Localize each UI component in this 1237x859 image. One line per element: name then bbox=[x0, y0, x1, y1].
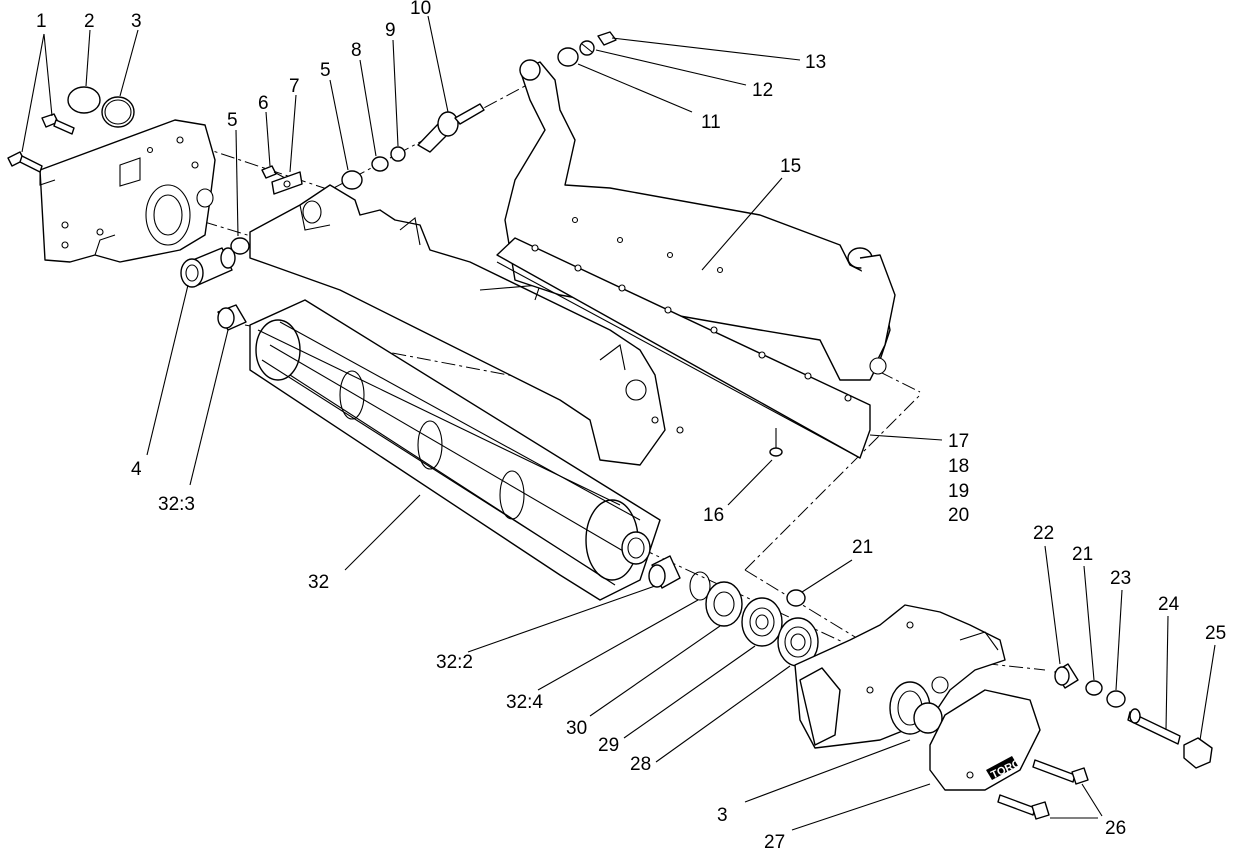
bolt-26b bbox=[997, 794, 1050, 820]
callout-9: 9 bbox=[385, 20, 396, 41]
left-side-plate bbox=[39, 119, 216, 263]
callout-15: 15 bbox=[780, 156, 801, 177]
callout-19: 19 bbox=[948, 481, 969, 502]
callout-8: 8 bbox=[351, 40, 362, 61]
callout-25: 25 bbox=[1205, 623, 1226, 644]
callout-6: 6 bbox=[258, 93, 269, 114]
spacer-5-upper bbox=[341, 170, 363, 190]
callout-18: 18 bbox=[948, 456, 969, 477]
frame-bar bbox=[249, 184, 684, 466]
shaft-24 bbox=[1127, 708, 1181, 745]
callout-11: 11 bbox=[701, 112, 721, 133]
o-ring-3-right bbox=[913, 702, 943, 734]
callout-28: 28 bbox=[630, 754, 651, 775]
callout-2: 2 bbox=[84, 11, 95, 32]
seal-30 bbox=[705, 581, 743, 627]
bearing-29 bbox=[741, 597, 783, 647]
bearing-28 bbox=[777, 617, 819, 667]
o-ring-3-left bbox=[101, 96, 135, 128]
callout-3: 3 bbox=[131, 11, 142, 32]
callout-5: 5 bbox=[227, 110, 238, 131]
callout-16: 16 bbox=[703, 505, 724, 526]
bolt-1b bbox=[41, 113, 75, 135]
callout-22: 22 bbox=[1033, 523, 1054, 544]
nut-32-3 bbox=[217, 304, 247, 331]
callout-32-4: 32:4 bbox=[506, 692, 543, 713]
bolt-26a bbox=[1032, 759, 1089, 785]
spacer-22 bbox=[1054, 663, 1079, 689]
washer-23 bbox=[1106, 690, 1126, 708]
snap-ring-32-4 bbox=[689, 571, 711, 601]
callout-26: 26 bbox=[1105, 818, 1126, 839]
callout-17: 17 bbox=[948, 431, 969, 452]
callout-4: 4 bbox=[131, 459, 142, 480]
washer-21-center bbox=[786, 589, 806, 607]
callout-1: 1 bbox=[36, 11, 47, 32]
callout-3: 3 bbox=[717, 805, 728, 826]
washer-11 bbox=[557, 47, 579, 67]
leader-lines bbox=[21, 15, 1216, 831]
callout-21: 21 bbox=[1072, 544, 1093, 565]
callout-32-3: 32:3 bbox=[158, 494, 195, 515]
callout-5: 5 bbox=[320, 60, 331, 81]
callout-24: 24 bbox=[1158, 594, 1180, 615]
washer-8 bbox=[371, 156, 389, 172]
bearing-housing-4 bbox=[180, 247, 236, 288]
ring-9 bbox=[390, 146, 406, 162]
callout-labels: 1 2 3 4 5 5 6 7 8 9 10 11 12 13 15 16 17… bbox=[36, 0, 1226, 853]
callout-32-2: 32:2 bbox=[436, 652, 473, 673]
callout-29: 29 bbox=[598, 735, 619, 756]
washer-21-right bbox=[1085, 680, 1103, 696]
clip-7 bbox=[271, 171, 303, 195]
callout-27: 27 bbox=[764, 832, 785, 853]
callout-13: 13 bbox=[805, 52, 826, 73]
callout-30: 30 bbox=[566, 718, 587, 739]
reel-32 bbox=[249, 299, 661, 601]
callout-20: 20 bbox=[948, 505, 969, 526]
nut-13 bbox=[597, 31, 617, 46]
spacer-5-left bbox=[230, 237, 250, 255]
callout-12: 12 bbox=[752, 80, 773, 101]
bedknife-15 bbox=[496, 237, 871, 459]
bolt-1a bbox=[7, 151, 43, 173]
callout-32: 32 bbox=[308, 572, 329, 593]
callout-21: 21 bbox=[852, 537, 873, 558]
plug-2 bbox=[67, 86, 101, 114]
callout-7: 7 bbox=[289, 76, 300, 97]
spring-12 bbox=[579, 40, 595, 56]
shaft-10 bbox=[417, 103, 485, 153]
cover-27: TORO bbox=[929, 689, 1041, 791]
screw-6 bbox=[261, 165, 286, 179]
callout-23: 23 bbox=[1110, 568, 1131, 589]
callout-10: 10 bbox=[410, 0, 431, 19]
bearing-32-2 bbox=[648, 555, 681, 589]
nut-25 bbox=[1183, 737, 1213, 769]
screw-16 bbox=[769, 428, 783, 457]
